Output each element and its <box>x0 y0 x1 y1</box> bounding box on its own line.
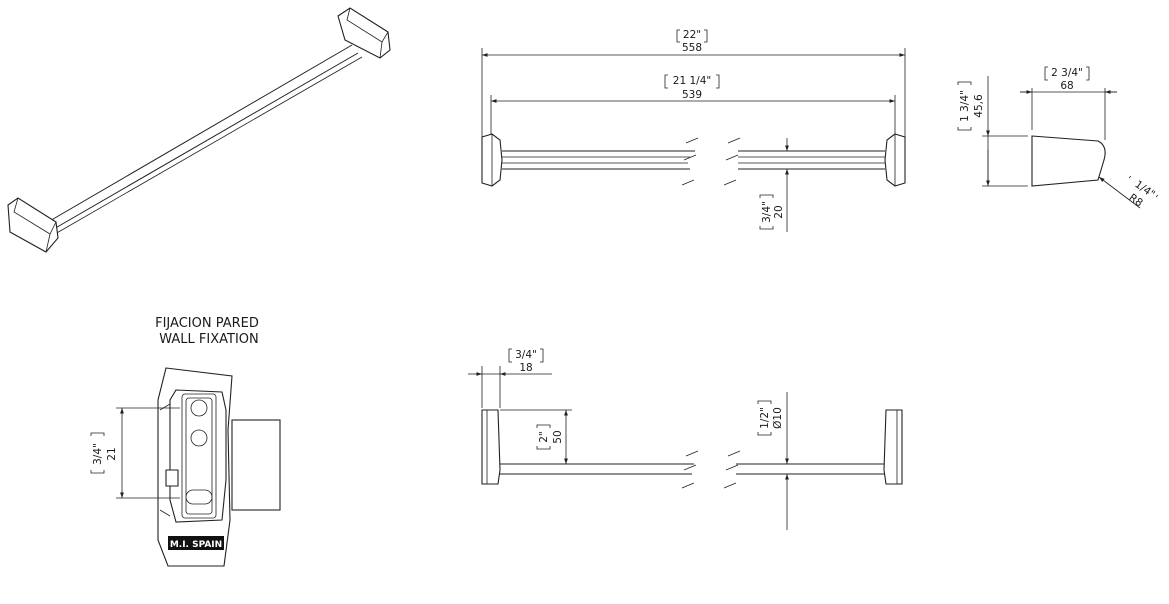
dim-rod-dia-inch: 1/2" <box>759 407 771 429</box>
brand-stamp: M.I. SPAIN <box>170 540 222 550</box>
dim-rod-dia-mm: Ø10 <box>772 407 784 429</box>
dim-centers-inch: 21 1/4" <box>673 75 711 87</box>
dim-overall-inch: 22" <box>683 29 701 41</box>
dim-fix-inch: 3/4" <box>92 443 104 465</box>
isometric-view <box>7 7 391 253</box>
front-view: 22" 558 21 1/4" 539 3/4" 20 <box>481 29 906 232</box>
side-view: 2 3/4" 68 1 3/4" 45,6 1/4" R8 <box>957 66 1159 209</box>
wall-fixation-detail: FIJACION PARED WALL FIXATION M.I. SPAIN … <box>90 316 281 567</box>
top-view: 3/4" 18 2" 50 1/2" Ø10 <box>468 348 903 530</box>
dim-depth-inch: 2 3/4" <box>1051 67 1083 79</box>
dim-depth-mm: 68 <box>1060 80 1073 92</box>
dim-thickness-mm: 18 <box>519 362 532 374</box>
dim-rod-height-inch: 3/4" <box>761 201 773 223</box>
dim-bracket-height-inch: 1 3/4" <box>959 90 971 122</box>
dim-rod-height-mm: 20 <box>773 205 785 218</box>
dim-fix-mm: 21 <box>106 447 118 460</box>
dim-projection-mm: 50 <box>552 430 564 443</box>
dim-centers-mm: 539 <box>682 89 702 101</box>
dim-projection-inch: 2" <box>538 431 550 443</box>
brand-stamp-box <box>168 536 224 550</box>
dim-bracket-height-mm: 45,6 <box>973 94 985 118</box>
dim-overall-mm: 558 <box>682 42 702 54</box>
fixation-title-es: FIJACION PARED <box>155 316 259 331</box>
fixation-title-en: WALL FIXATION <box>159 332 259 347</box>
dim-thickness-inch: 3/4" <box>515 349 537 361</box>
